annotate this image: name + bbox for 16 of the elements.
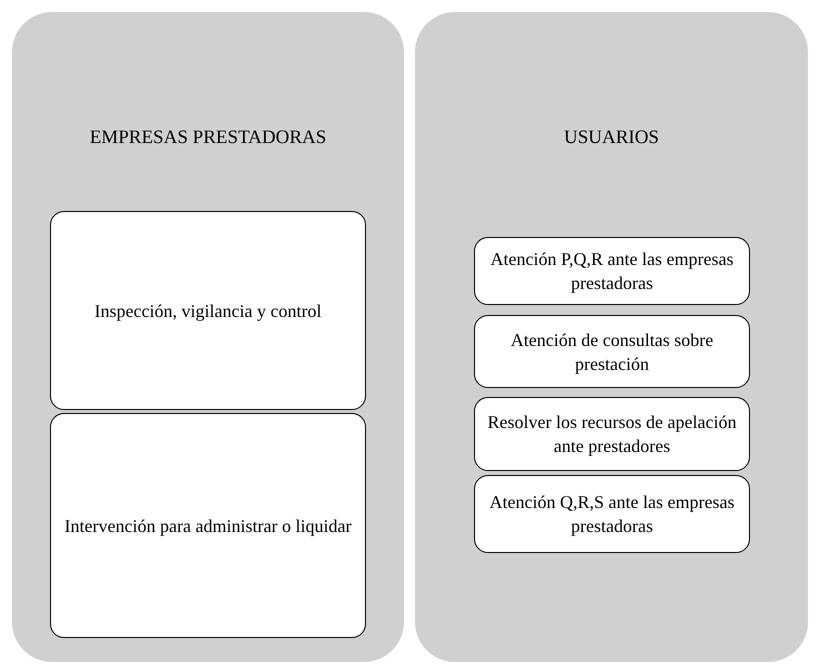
box-text: Atención de consultas sobre prestación [510, 328, 714, 376]
box-text: Inspección, vigilancia y control [94, 300, 322, 322]
rounded-box [50, 413, 366, 638]
box-text: Atención P,Q,R ante las empresas prestadoras [490, 248, 734, 295]
rounded-box [474, 475, 750, 553]
rounded-box [50, 211, 366, 410]
panel-heading: EMPRESAS PRESTADORAS [88, 126, 328, 150]
box-text: Resolver los recursos de apelación ante prestadores [487, 411, 737, 458]
box-text: Atención Q,R,S ante las empresas prestadoras [488, 491, 736, 538]
rounded-box [474, 237, 750, 305]
group-panel [12, 12, 404, 662]
group-panel [415, 12, 808, 662]
rounded-box [474, 315, 750, 388]
rounded-box [474, 397, 750, 471]
panel-heading: USUARIOS [562, 126, 660, 150]
box-text: Intervención para administrar o liquidar [64, 514, 352, 538]
